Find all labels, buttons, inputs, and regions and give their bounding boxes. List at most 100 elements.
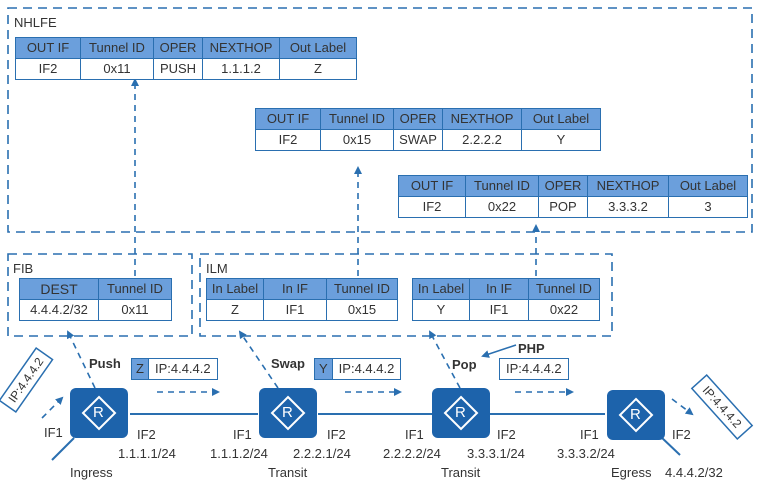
router-transit-1[interactable]: R [259,388,317,438]
packet-ip: IP:4.4.4.2 [154,361,211,376]
router-icon [443,395,479,431]
router-ingress[interactable]: R [70,388,128,438]
col-oper: OPER [153,37,203,59]
cell: 1.1.1.2 [202,58,280,80]
egress-out-packet [690,373,754,441]
cell: IF2 [398,196,466,218]
packet-label: Z [132,359,149,379]
flow-out-arrow [671,398,694,416]
cell: 0x22 [528,299,600,321]
router-transit-2[interactable]: R [432,388,490,438]
cell: Y [412,299,470,321]
cell: 0x11 [98,299,172,321]
col-out-label: Out Label [279,37,357,59]
router-egress[interactable]: R [607,390,665,440]
push-label: Push [89,356,121,371]
router-glyph: R [630,406,641,423]
table-row: Z IF1 0x15 [206,299,398,321]
cell: Z [206,299,264,321]
transit2-ip-in: 2.2.2.2/24 [383,446,441,461]
table-row: Y IF1 0x22 [412,299,600,321]
transit2-if-in: IF1 [405,427,424,442]
nhlfe-dashed-box [7,7,753,233]
cell: 0x11 [80,58,154,80]
cell: IF1 [263,299,327,321]
col-nexthop: NEXTHOP [442,108,522,130]
cell: Z [279,58,357,80]
packet-after-swap: Y IP:4.4.4.2 [314,358,402,380]
ingress-in-packet [0,347,54,413]
col-tunnel-id: Tunnel ID [80,37,154,59]
col-nexthop: NEXTHOP [587,175,669,197]
table-row: IF2 0x15 SWAP 2.2.2.2 Y [255,129,601,151]
col-nexthop: NEXTHOP [202,37,280,59]
nhlfe-table-push: OUT IF Tunnel ID OPER NEXTHOP Out Label … [15,37,357,80]
ingress-ip-out: 1.1.1.1/24 [118,446,176,461]
cell: 0x22 [465,196,539,218]
col-tunnel-id: Tunnel ID [320,108,394,130]
col-in-label: In Label [412,278,470,300]
egress-ip-out: 4.4.4.2/32 [665,465,723,480]
router-icon [81,395,117,431]
table-row: IF2 0x22 POP 3.3.3.2 3 [398,196,748,218]
router-glyph: R [455,404,466,421]
ingress-uplink [51,437,75,461]
egress-downlink [659,435,681,456]
col-tunnel-id: Tunnel ID [98,278,172,300]
col-tunnel-id: Tunnel ID [326,278,398,300]
nhlfe-table-swap: OUT IF Tunnel ID OPER NEXTHOP Out Label … [255,108,601,151]
php-label: PHP [518,341,545,356]
ingress-role: Ingress [70,465,113,480]
pop-label: Pop [452,357,477,372]
transit1-to-ilm-arrow [238,330,279,389]
packet-after-pop: IP:4.4.4.2 [499,358,569,380]
cell: 2.2.2.2 [442,129,522,151]
router-glyph: R [282,404,293,421]
router-icon [270,395,306,431]
nhlfe-table-pop: OUT IF Tunnel ID OPER NEXTHOP Out Label … [398,175,748,218]
egress-if-in: IF1 [580,427,599,442]
ilm-table-transit1: In Label In IF Tunnel ID Z IF1 0x15 [206,278,398,321]
col-in-if: In IF [469,278,529,300]
cell: IF2 [15,58,81,80]
ingress-if-in: IF1 [44,425,63,440]
php-arrow [481,344,517,358]
cell: 3 [668,196,748,218]
cell: IF2 [255,129,321,151]
packet-after-push: Z IP:4.4.4.2 [131,358,218,380]
packet-ip: IP:4.4.4.2 [338,361,395,376]
ilm-title: ILM [206,261,228,276]
col-out-label: Out Label [668,175,748,197]
cell: IF1 [469,299,529,321]
col-tunnel-id: Tunnel ID [528,278,600,300]
col-dest: DEST [19,278,99,300]
ilm-table-transit2: In Label In IF Tunnel ID Y IF1 0x22 [412,278,600,321]
transit1-ip-out: 2.2.2.1/24 [293,446,351,461]
cell: POP [538,196,588,218]
egress-role: Egress [611,465,652,480]
fib-title: FIB [13,261,34,276]
flow-in-arrow [41,396,64,419]
cell: 3.3.3.2 [587,196,669,218]
transit1-if-in: IF1 [233,427,252,442]
router-glyph: R [93,404,104,421]
egress-ip-in: 3.3.3.2/24 [557,446,615,461]
col-out-label: Out Label [521,108,601,130]
table-row: 4.4.4.2/32 0x11 [19,299,172,321]
fib-dashed-box [7,253,193,337]
col-in-if: In IF [263,278,327,300]
packet-ip: IP:4.4.4.2 [506,361,562,376]
fib-table: DEST Tunnel ID 4.4.4.2/32 0x11 [19,278,172,321]
transit2-ip-out: 3.3.3.1/24 [467,446,525,461]
col-tunnel-id: Tunnel ID [465,175,539,197]
swap-label: Swap [271,356,305,371]
transit1-ip-in: 1.1.1.2/24 [210,446,268,461]
cell: 0x15 [320,129,394,151]
router-icon [618,397,654,433]
col-out-if: OUT IF [15,37,81,59]
egress-if-out: IF2 [672,427,691,442]
col-out-if: OUT IF [398,175,466,197]
nhlfe-title: NHLFE [14,15,57,30]
cell: 4.4.4.2/32 [19,299,99,321]
